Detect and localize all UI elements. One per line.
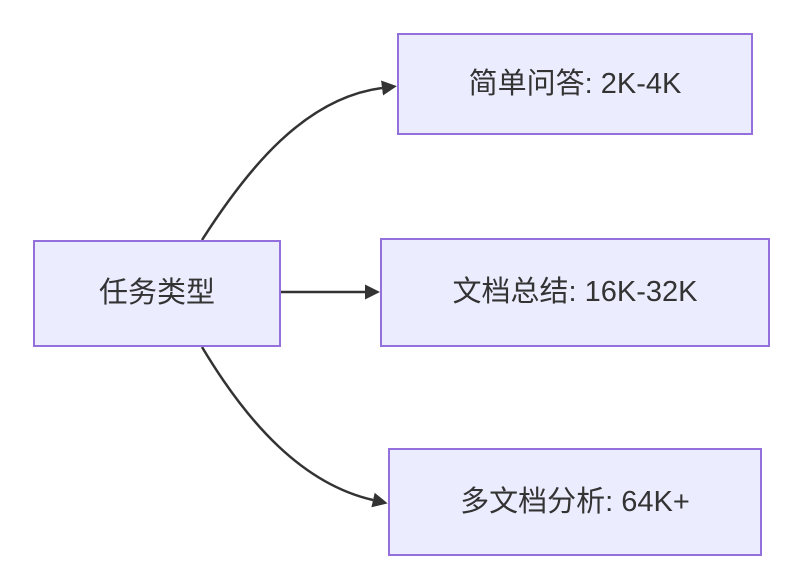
- node-doc-summary: 文档总结: 16K-32K: [380, 238, 770, 347]
- arrow-root-to-multi-doc: [200, 346, 388, 508]
- node-multi-doc-label: 多文档分析: 64K+: [460, 485, 690, 518]
- node-simple-qa-label: 简单问答: 2K-4K: [468, 67, 682, 100]
- node-task-type: 任务类型: [33, 240, 281, 347]
- node-simple-qa: 简单问答: 2K-4K: [397, 33, 753, 135]
- node-multi-doc: 多文档分析: 64K+: [388, 448, 762, 556]
- node-doc-summary-label: 文档总结: 16K-32K: [452, 276, 698, 309]
- node-task-type-label: 任务类型: [98, 277, 215, 310]
- arrow-root-to-simple-qa: [200, 80, 397, 241]
